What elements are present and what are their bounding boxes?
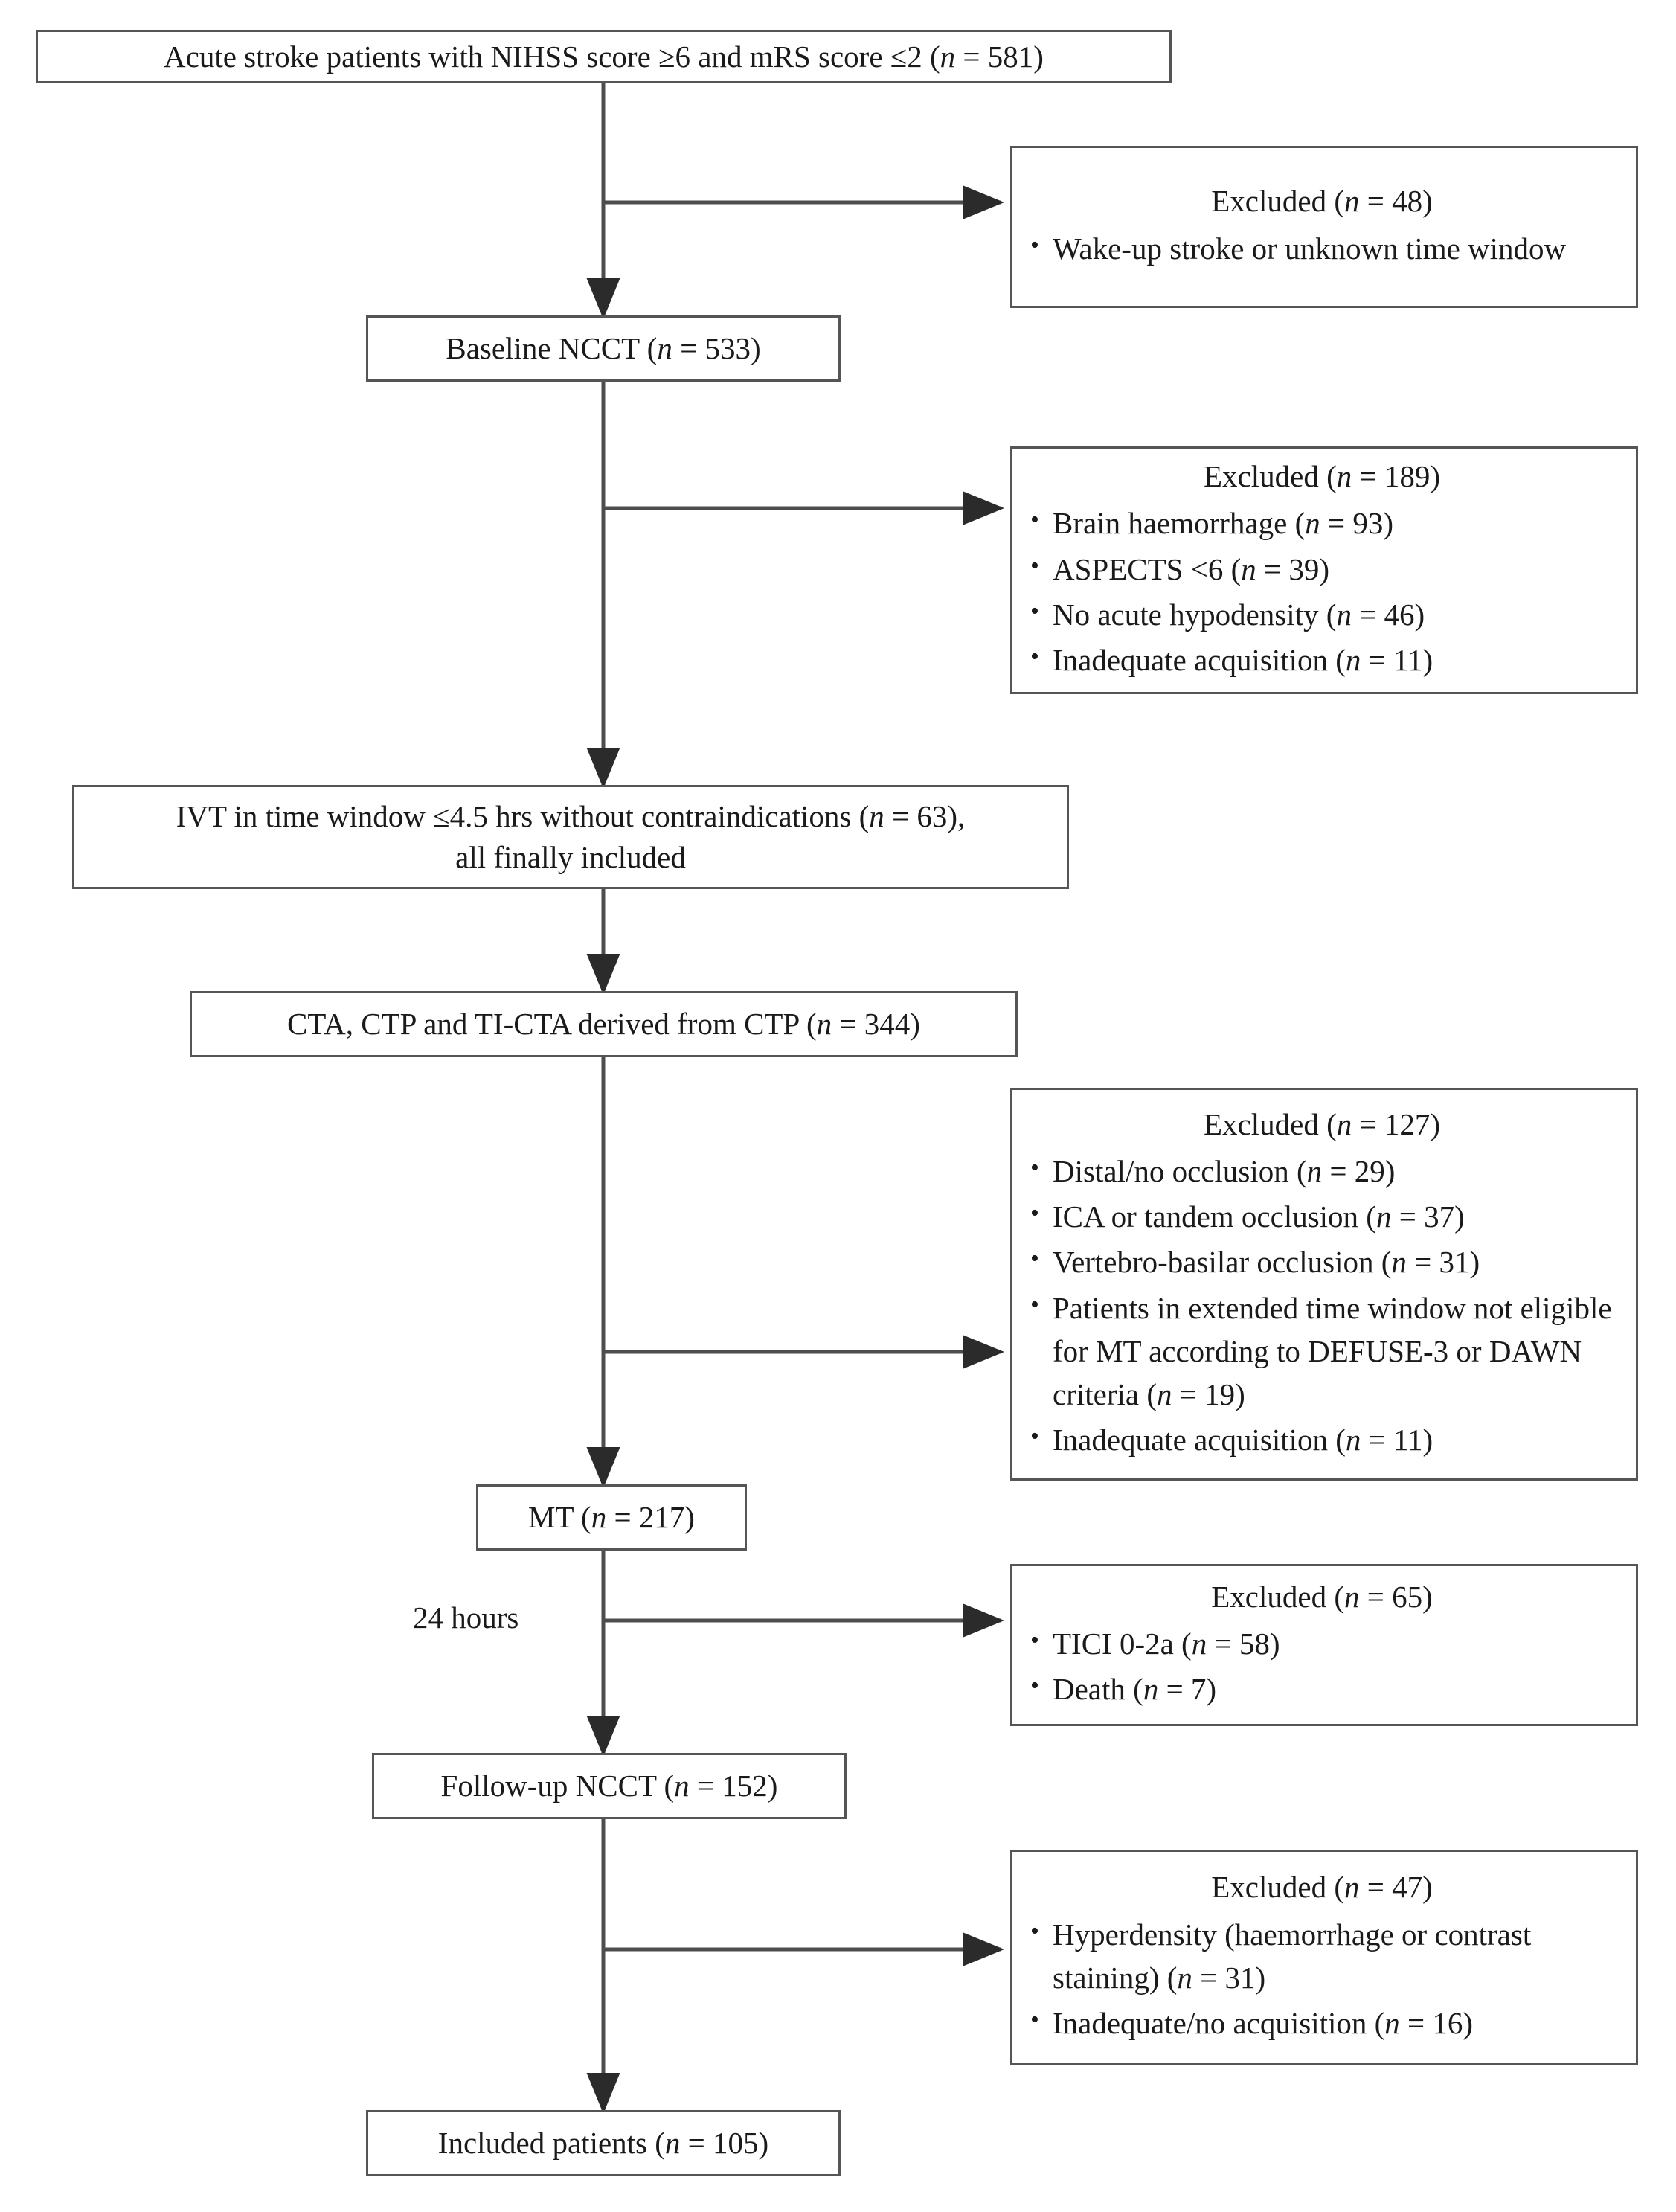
edge-label-24-hours: 24 hours [413, 1600, 519, 1635]
list-item-label: Inadequate/no acquisition (n = 16) [1053, 2006, 1474, 2041]
list-item: • Inadequate acquisition (n = 11) [1027, 1418, 1616, 1461]
list-item: • No acute hypodensity (n = 46) [1027, 593, 1616, 636]
list-item-label: Vertebro-basilar occlusion (n = 31) [1053, 1245, 1480, 1280]
list-item: • Brain haemorrhage (n = 93) [1027, 501, 1616, 545]
list-item-label: Inadequate acquisition (n = 11) [1053, 642, 1433, 677]
node-mt-label: MT (n = 217) [528, 1500, 695, 1535]
list-item: • Hyperdensity (haemorrhage or contrast … [1027, 1913, 1616, 1999]
excluded-48-title: Excluded (n = 48) [1211, 184, 1433, 219]
list-item-label: Distal/no occlusion (n = 29) [1053, 1153, 1396, 1188]
bullet-icon: • [1030, 1245, 1039, 1273]
excluded-127-title: Excluded (n = 127) [1203, 1106, 1440, 1141]
bullet-icon: • [1030, 1672, 1039, 1700]
node-cta-ctp: CTA, CTP and TI-CTA derived from CTP (n … [190, 991, 1018, 1057]
list-item: • TICI 0-2a (n = 58) [1027, 1622, 1616, 1665]
node-ivt-line1: IVT in time window ≤4.5 hrs without cont… [176, 799, 966, 834]
list-item-label: Wake-up stroke or unknown time window [1053, 231, 1567, 266]
list-item: • Vertebro-basilar occlusion (n = 31) [1027, 1240, 1616, 1283]
bullet-icon: • [1030, 1626, 1039, 1655]
node-excluded-65: Excluded (n = 65) • TICI 0-2a (n = 58) •… [1010, 1564, 1638, 1726]
bullet-icon: • [1030, 1153, 1039, 1182]
excluded-47-title: Excluded (n = 47) [1211, 1870, 1433, 1905]
bullet-icon: • [1030, 231, 1039, 259]
node-excluded-47: Excluded (n = 47) • Hyperdensity (haemor… [1010, 1850, 1638, 2065]
bullet-icon: • [1030, 642, 1039, 670]
list-item: • Inadequate acquisition (n = 11) [1027, 638, 1616, 682]
list-item: • Patients in extended time window not e… [1027, 1286, 1616, 1417]
node-included-patients: Included patients (n = 105) [366, 2110, 841, 2176]
excluded-189-list: • Brain haemorrhage (n = 93) • ASPECTS <… [1027, 501, 1616, 684]
node-ivt-line2: all finally included [455, 840, 686, 874]
list-item: • Wake-up stroke or unknown time window [1027, 227, 1616, 270]
list-item-label: Hyperdensity (haemorrhage or contrast st… [1053, 1917, 1532, 1995]
excluded-127-list: • Distal/no occlusion (n = 29) • ICA or … [1027, 1150, 1616, 1464]
list-item: • ASPECTS <6 (n = 39) [1027, 548, 1616, 591]
list-item: • Inadequate/no acquisition (n = 16) [1027, 2001, 1616, 2045]
list-item-label: ICA or tandem occlusion (n = 37) [1053, 1199, 1465, 1234]
bullet-icon: • [1030, 1917, 1039, 1945]
node-baseline-ncct: Baseline NCCT (n = 533) [366, 315, 841, 382]
node-enrolled-label: Acute stroke patients with NIHSS score ≥… [164, 39, 1044, 74]
bullet-icon: • [1030, 1423, 1039, 1451]
excluded-189-title: Excluded (n = 189) [1203, 458, 1440, 493]
list-item-label: TICI 0-2a (n = 58) [1053, 1626, 1280, 1661]
bullet-icon: • [1030, 1199, 1039, 1228]
list-item-label: Patients in extended time window not eli… [1053, 1290, 1612, 1412]
node-mt: MT (n = 217) [476, 1484, 747, 1551]
node-followup-ncct: Follow-up NCCT (n = 152) [372, 1753, 847, 1819]
bullet-icon: • [1030, 597, 1039, 625]
list-item-label: No acute hypodensity (n = 46) [1053, 597, 1425, 632]
list-item-label: Inadequate acquisition (n = 11) [1053, 1423, 1433, 1458]
node-followup-ncct-label: Follow-up NCCT (n = 152) [440, 1769, 778, 1804]
excluded-65-list: • TICI 0-2a (n = 58) • Death (n = 7) [1027, 1622, 1616, 1713]
node-baseline-ncct-label: Baseline NCCT (n = 533) [446, 331, 761, 366]
excluded-48-list: • Wake-up stroke or unknown time window [1027, 227, 1616, 272]
bullet-icon: • [1030, 506, 1039, 534]
list-item-label: Death (n = 7) [1053, 1672, 1217, 1707]
node-included-patients-label: Included patients (n = 105) [437, 2126, 769, 2161]
excluded-65-title: Excluded (n = 65) [1211, 1579, 1433, 1614]
bullet-icon: • [1030, 1290, 1039, 1318]
list-item: • Death (n = 7) [1027, 1667, 1616, 1711]
list-item: • ICA or tandem occlusion (n = 37) [1027, 1195, 1616, 1238]
node-cta-ctp-label: CTA, CTP and TI-CTA derived from CTP (n … [287, 1007, 920, 1042]
node-ivt: IVT in time window ≤4.5 hrs without cont… [72, 785, 1069, 889]
node-enrolled: Acute stroke patients with NIHSS score ≥… [36, 30, 1172, 83]
bullet-icon: • [1030, 551, 1039, 580]
excluded-47-list: • Hyperdensity (haemorrhage or contrast … [1027, 1913, 1616, 2048]
bullet-icon: • [1030, 2006, 1039, 2034]
node-excluded-189: Excluded (n = 189) • Brain haemorrhage (… [1010, 446, 1638, 694]
node-excluded-127: Excluded (n = 127) • Distal/no occlusion… [1010, 1088, 1638, 1481]
node-excluded-48: Excluded (n = 48) • Wake-up stroke or un… [1010, 146, 1638, 308]
list-item-label: ASPECTS <6 (n = 39) [1053, 551, 1330, 586]
list-item: • Distal/no occlusion (n = 29) [1027, 1150, 1616, 1193]
list-item-label: Brain haemorrhage (n = 93) [1053, 506, 1394, 541]
